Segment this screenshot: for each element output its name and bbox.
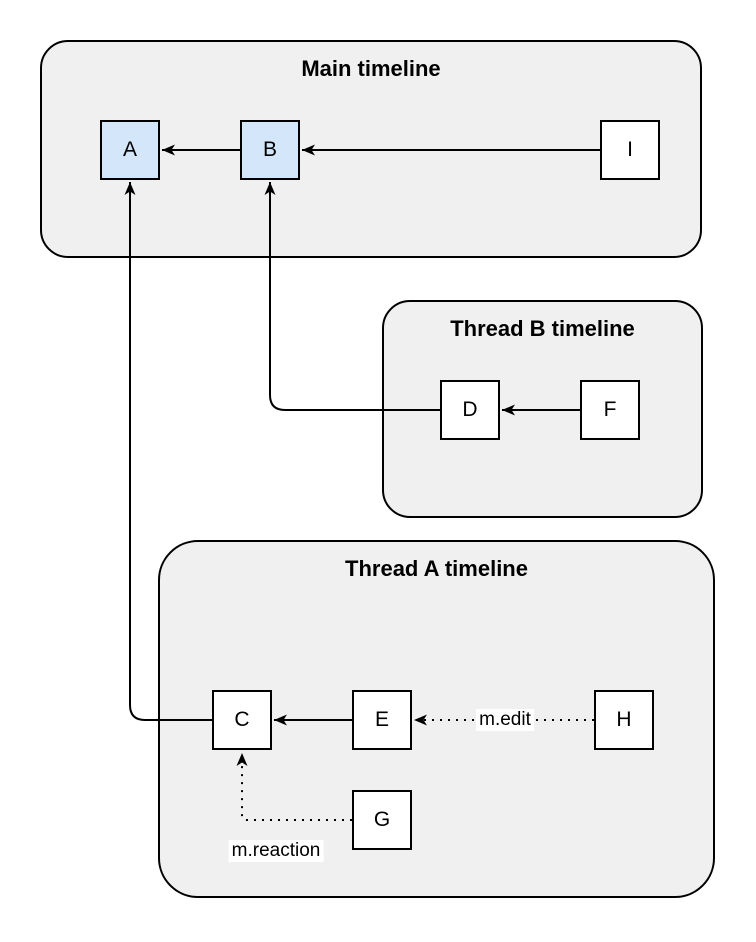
- event-node-i-label: I: [627, 138, 633, 161]
- thread-b-timeline-container: Thread B timeline: [382, 300, 703, 518]
- event-node-g-label: G: [373, 808, 391, 831]
- event-node-g: G: [352, 790, 412, 850]
- event-node-d-label: D: [462, 398, 478, 421]
- event-node-h: H: [594, 690, 654, 750]
- event-node-f: F: [580, 380, 640, 440]
- event-node-e: E: [352, 690, 412, 750]
- event-node-c-label: C: [234, 708, 250, 731]
- event-node-e-label: E: [374, 708, 389, 731]
- edge-label-mreaction: m.reaction: [228, 840, 324, 862]
- event-node-i: I: [600, 120, 660, 180]
- event-node-f-label: F: [603, 398, 617, 421]
- event-node-d: D: [440, 380, 500, 440]
- edge-label-medit: m.edit: [476, 709, 534, 731]
- main-timeline-title: Main timeline: [301, 56, 441, 81]
- event-node-b: B: [240, 120, 300, 180]
- thread-a-timeline-title: Thread A timeline: [345, 556, 528, 581]
- event-node-a-label: A: [122, 138, 137, 161]
- event-node-c: C: [212, 690, 272, 750]
- thread-b-timeline-title: Thread B timeline: [450, 316, 635, 341]
- event-node-a: A: [100, 120, 160, 180]
- event-node-h-label: H: [616, 708, 632, 731]
- event-node-b-label: B: [262, 138, 277, 161]
